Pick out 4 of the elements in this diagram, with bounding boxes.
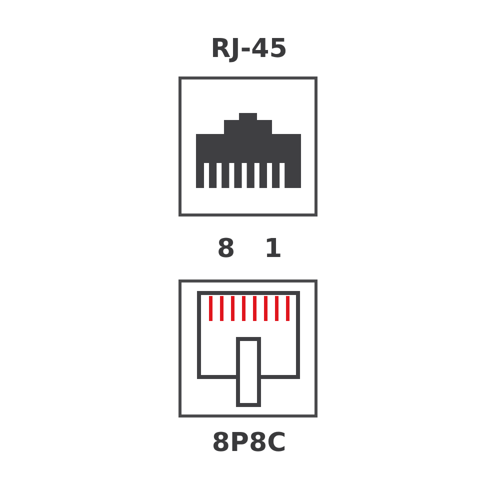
connector-name: RJ-45 <box>210 34 288 64</box>
pin-number: 1 <box>264 234 282 264</box>
pin-number: 8 <box>216 234 236 264</box>
connector-name: 8P8C <box>212 428 286 458</box>
